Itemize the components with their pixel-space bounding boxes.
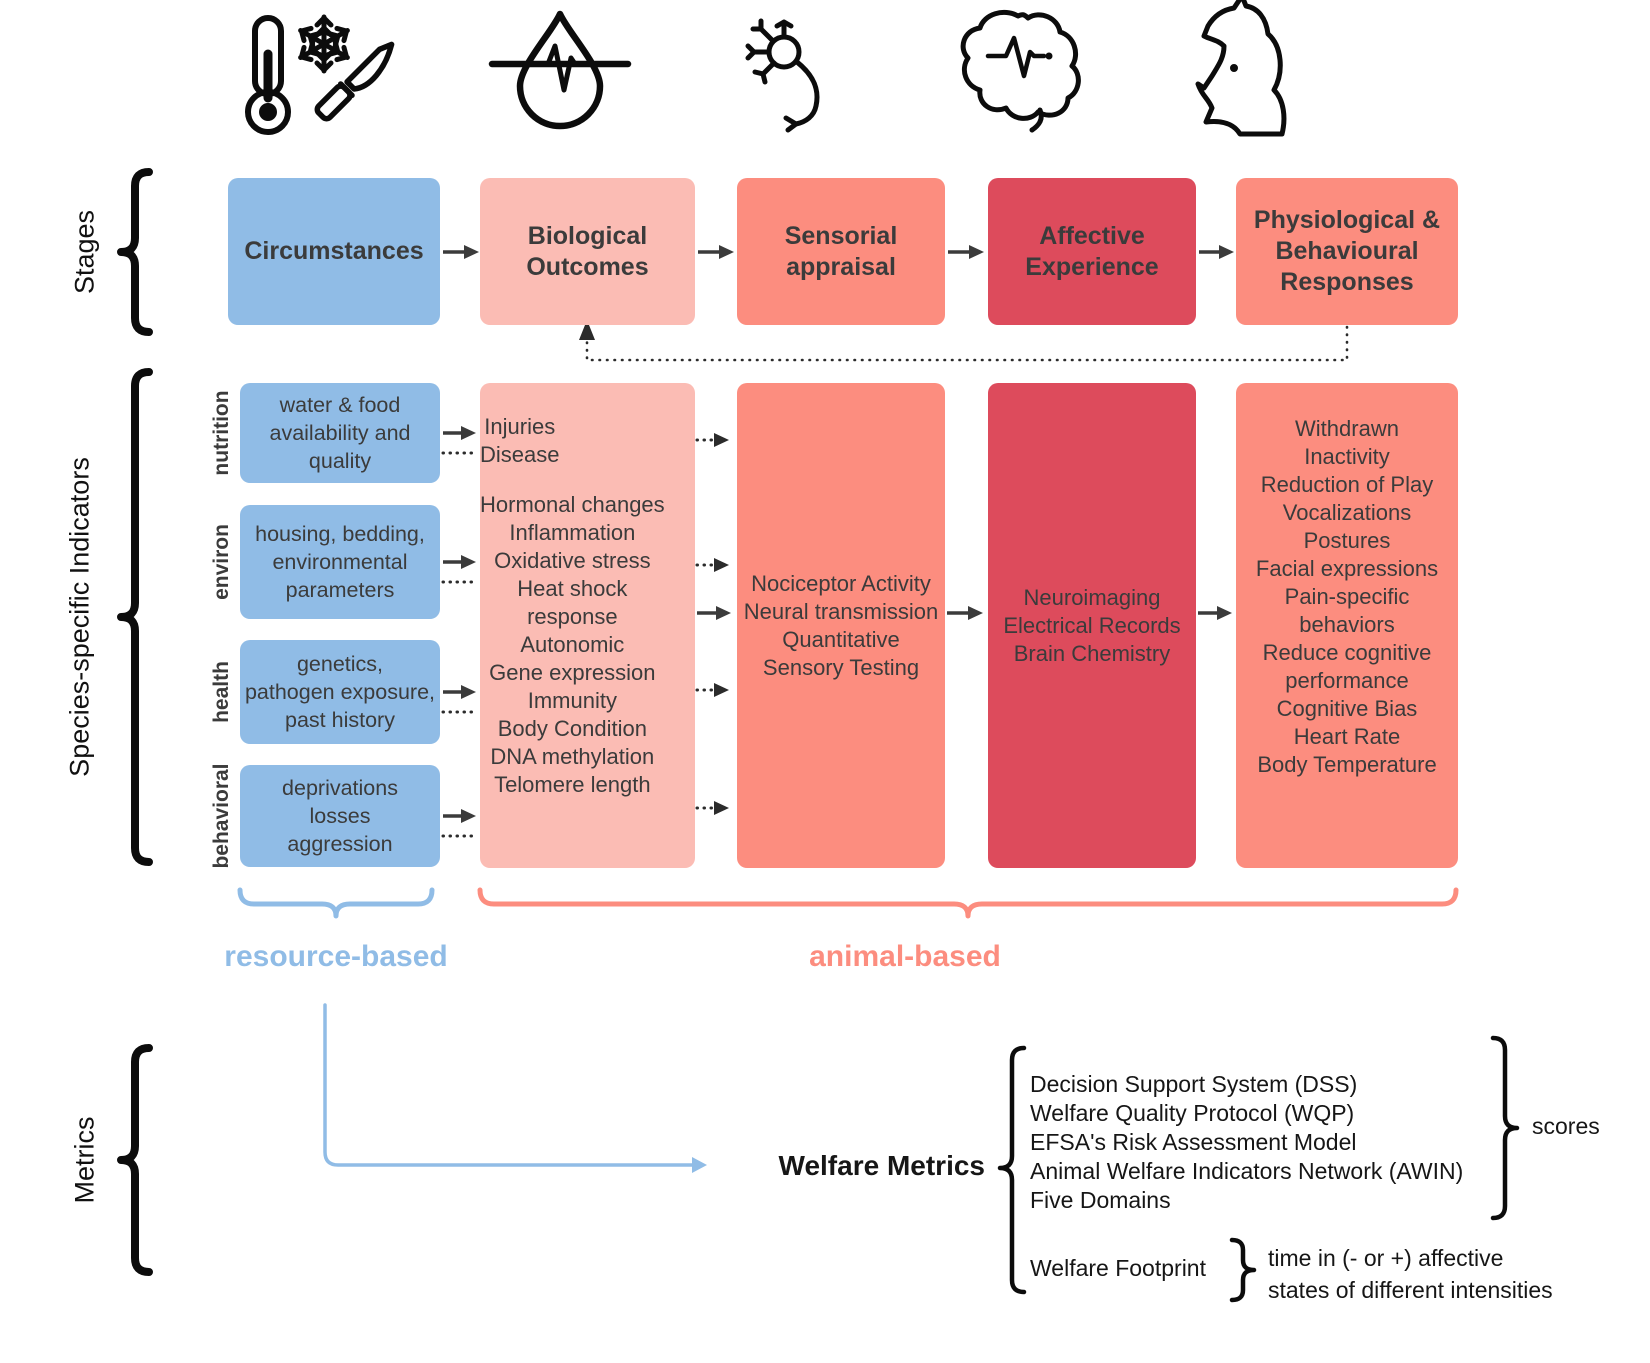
category-label-nutrition: nutrition xyxy=(210,390,233,476)
stage-label: Biological Outcomes xyxy=(526,221,649,281)
biological-indicators-group2: Hormonal changes Inflammation Oxidative … xyxy=(480,492,665,797)
resource-to-biological-arrows xyxy=(443,426,476,823)
stages-side-label: Stages xyxy=(69,209,100,295)
welfare-metrics-brace xyxy=(997,1045,1027,1295)
category-label-environ: environ xyxy=(210,524,233,600)
snowflake-icon xyxy=(297,17,351,71)
welfare-metrics-title: Welfare Metrics xyxy=(778,1150,985,1181)
metrics-brace xyxy=(117,1044,153,1276)
resource-box-text: deprivations losses aggression xyxy=(282,776,398,856)
stages-brace xyxy=(117,168,153,336)
biological-to-sensorial-dotted-arrows xyxy=(695,433,729,815)
footprint-brace xyxy=(1229,1237,1257,1303)
knife-icon xyxy=(314,41,395,122)
stage-box-physiological-behavioural-responses: Physiological & Behavioural Responses xyxy=(1236,178,1458,325)
resource-based-brace xyxy=(237,887,435,919)
stage-flow-arrows xyxy=(443,245,1234,259)
category-label-behavioral: behavioral xyxy=(210,763,233,869)
welfare-metrics-methods-list: Decision Support System (DSS) Welfare Qu… xyxy=(1030,1071,1464,1213)
responses-indicators-box: Withdrawn Inactivity Reduction of Play V… xyxy=(1236,383,1458,868)
column-flow-arrows xyxy=(697,606,1232,620)
resource-box-text: genetics, pathogen exposure, past histor… xyxy=(244,652,436,732)
neuron-icon xyxy=(745,18,820,133)
feedback-dotted-arrow xyxy=(579,320,1349,362)
stage-label: Physiological & Behavioural Responses xyxy=(1253,206,1441,296)
resource-box-nutrition: water & food availability and quality xyxy=(240,383,440,483)
resource-box-health: genetics, pathogen exposure, past histor… xyxy=(240,640,440,744)
stage-label: Affective Experience xyxy=(1025,221,1159,281)
biological-indicators-group1: Injuries Disease xyxy=(480,414,560,467)
indicators-brace xyxy=(117,368,153,866)
thermometer-icon xyxy=(245,15,291,135)
scores-brace xyxy=(1490,1035,1520,1221)
brain-icon xyxy=(960,10,1081,133)
sensorial-indicators-text: Nociceptor Activity Neural transmission … xyxy=(743,570,939,680)
affective-indicators-box: Neuroimaging Electrical Records Brain Ch… xyxy=(988,383,1196,868)
resource-based-label: resource-based xyxy=(224,940,448,973)
stage-box-affective-experience: Affective Experience xyxy=(988,178,1196,325)
stage-box-sensorial-appraisal: Sensorial appraisal xyxy=(737,178,945,325)
resource-dotted-lines xyxy=(441,451,480,838)
resource-box-text: housing, bedding, environmental paramete… xyxy=(255,522,425,602)
category-label-health: health xyxy=(210,661,233,723)
resource-to-metrics-connector xyxy=(323,1003,707,1173)
metrics-side-label: Metrics xyxy=(69,1116,100,1204)
indicators-side-label: Species-specific Indicators xyxy=(64,457,95,777)
resource-box-behavioral: deprivations losses aggression xyxy=(240,765,440,867)
stage-box-biological-outcomes: Biological Outcomes xyxy=(480,178,695,325)
welfare-footprint-label: Welfare Footprint xyxy=(1030,1255,1206,1281)
biological-indicators-box: Injuries Disease Hormonal changes Inflam… xyxy=(480,383,695,868)
scores-label: scores xyxy=(1532,1113,1600,1139)
sensorial-indicators-box: Nociceptor Activity Neural transmission … xyxy=(737,383,945,868)
responses-indicators-text: Withdrawn Inactivity Reduction of Play V… xyxy=(1255,416,1439,777)
drop-pulse-icon xyxy=(488,10,632,130)
resource-box-environ: housing, bedding, environmental paramete… xyxy=(240,505,440,619)
affective-indicators-text: Neuroimaging Electrical Records Brain Ch… xyxy=(1003,584,1181,666)
stage-label: Circumstances xyxy=(244,237,424,265)
welfare-footprint-note: time in (- or +) affective states of dif… xyxy=(1268,1245,1553,1303)
stage-box-circumstances: Circumstances xyxy=(228,178,440,325)
stage-label: Sensorial appraisal xyxy=(784,221,898,281)
animal-based-label: animal-based xyxy=(809,940,1001,973)
animal-based-brace xyxy=(477,887,1459,919)
resource-box-text: water & food availability and quality xyxy=(269,393,411,473)
horse-icon xyxy=(1195,0,1287,137)
